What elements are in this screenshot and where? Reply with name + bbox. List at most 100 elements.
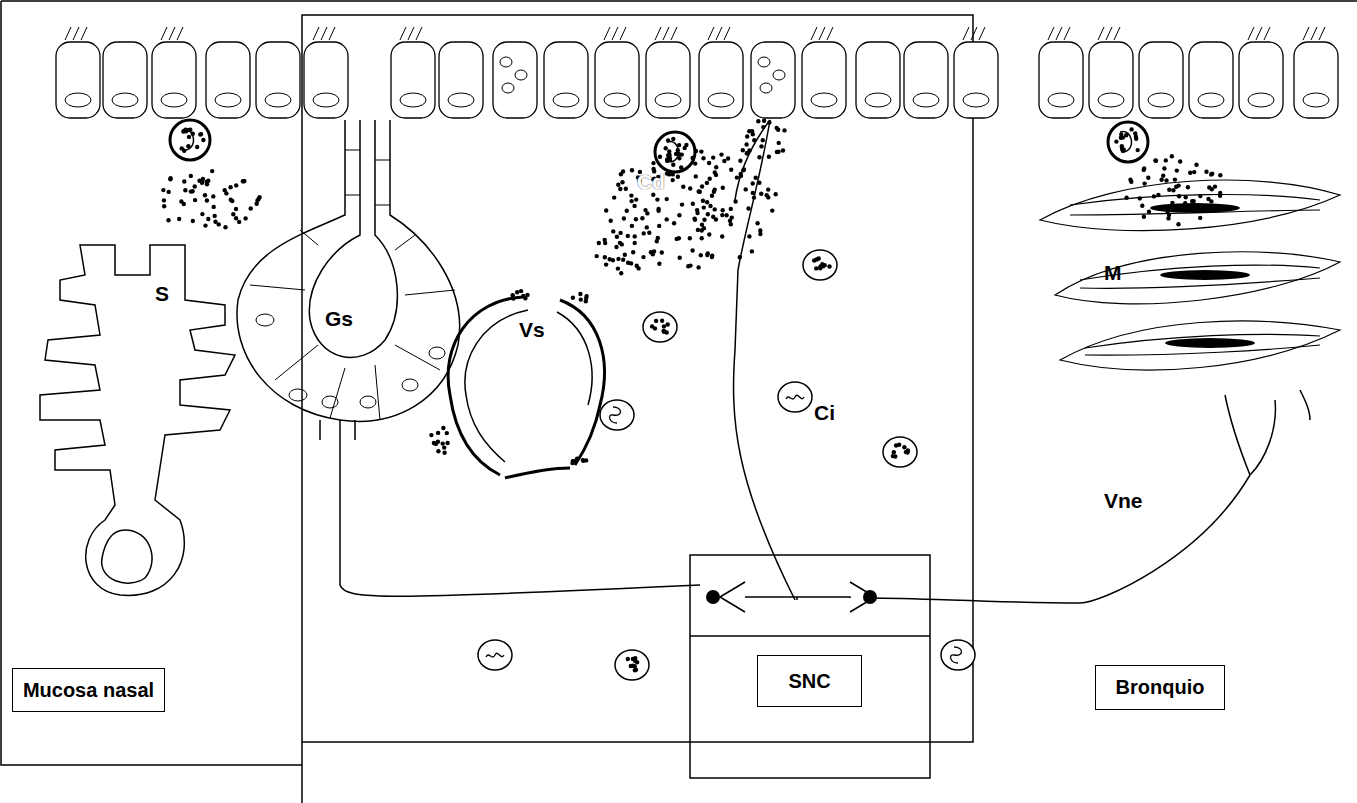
- granule: [699, 253, 703, 257]
- drawing-part: [612, 27, 618, 40]
- granule: [614, 245, 618, 249]
- granule: [571, 459, 575, 463]
- part-label: Gs: [325, 308, 353, 329]
- drawing-part: [971, 27, 977, 40]
- granule: [629, 193, 633, 197]
- epithelial-cell: [1189, 42, 1233, 118]
- granule: [1177, 194, 1181, 198]
- granule: [657, 262, 661, 266]
- drawing-part: [758, 57, 770, 67]
- granule: [1146, 176, 1150, 180]
- granule: [1122, 148, 1126, 152]
- granule: [1166, 216, 1170, 220]
- granule: [1192, 170, 1196, 174]
- granule: [1174, 205, 1178, 209]
- granule: [243, 216, 247, 220]
- epithelial-cell: [904, 42, 948, 118]
- granule: [622, 216, 626, 220]
- granule: [762, 119, 766, 123]
- granule: [436, 431, 440, 435]
- granule: [761, 138, 765, 142]
- epithelial-cell: [699, 42, 743, 118]
- granule: [630, 168, 634, 172]
- gland: [237, 120, 460, 421]
- granule: [754, 176, 758, 180]
- granule: [752, 138, 756, 142]
- granule: [578, 292, 582, 296]
- granule: [241, 179, 245, 183]
- granule: [662, 324, 666, 328]
- granule: [615, 235, 619, 239]
- drawing-part: [655, 27, 661, 40]
- drawing-part: [773, 70, 785, 80]
- granule: [575, 456, 579, 460]
- drawing-part: [1048, 93, 1074, 107]
- granule: [633, 241, 637, 245]
- granule: [665, 197, 669, 201]
- drawing-part: [448, 93, 474, 107]
- granule: [739, 174, 743, 178]
- granule: [1156, 193, 1160, 197]
- granule: [571, 296, 575, 300]
- granule: [623, 253, 627, 257]
- granule: [1189, 205, 1193, 209]
- granule: [191, 219, 195, 223]
- granule: [1176, 222, 1180, 226]
- granule: [168, 177, 172, 181]
- granule: [210, 169, 214, 173]
- granule: [744, 142, 748, 146]
- granule: [705, 181, 709, 185]
- granule: [757, 155, 761, 159]
- part-label: Ci: [814, 402, 835, 423]
- granule: [1184, 195, 1188, 199]
- granule: [182, 179, 186, 183]
- granule: [692, 216, 696, 220]
- granule: [767, 120, 771, 124]
- granule: [1152, 194, 1156, 198]
- drawing-part: [708, 27, 714, 40]
- drawing-part: [500, 57, 512, 67]
- granule: [1153, 158, 1157, 162]
- granule: [777, 141, 781, 145]
- granule: [255, 202, 259, 206]
- granule: [755, 221, 759, 225]
- drawing-part: [913, 93, 939, 107]
- granule: [766, 187, 770, 191]
- drawing-part: [604, 27, 610, 40]
- granule: [1114, 139, 1118, 143]
- immune-cell: [778, 382, 812, 412]
- granule: [1134, 137, 1138, 141]
- drawing-part: [827, 27, 833, 40]
- granule: [767, 155, 771, 159]
- granule: [1171, 188, 1175, 192]
- granule: [652, 249, 656, 253]
- granule: [204, 180, 208, 184]
- granule: [651, 161, 655, 165]
- epithelial-cell: [1239, 42, 1283, 118]
- granule: [616, 266, 620, 270]
- granule: [690, 248, 694, 252]
- granule: [634, 217, 638, 221]
- granule: [678, 256, 682, 260]
- granule: [213, 214, 217, 218]
- granule: [905, 450, 909, 454]
- granule: [1198, 216, 1202, 220]
- drawing-part: [65, 93, 91, 107]
- granule: [161, 188, 165, 192]
- granule: [523, 296, 527, 300]
- granule: [237, 220, 241, 224]
- region-frame: [301, 742, 303, 803]
- granule: [597, 241, 601, 245]
- venous-sinus: [40, 245, 235, 595]
- granule: [1159, 178, 1163, 182]
- synapse: [706, 590, 720, 604]
- granule: [197, 179, 201, 183]
- granule: [750, 249, 754, 253]
- granule: [696, 265, 700, 269]
- granule: [711, 215, 715, 219]
- epithelial-cell: [1039, 42, 1083, 118]
- granule: [756, 119, 760, 123]
- granule: [1210, 172, 1214, 176]
- drawing-part: [161, 27, 167, 40]
- granule: [706, 251, 710, 255]
